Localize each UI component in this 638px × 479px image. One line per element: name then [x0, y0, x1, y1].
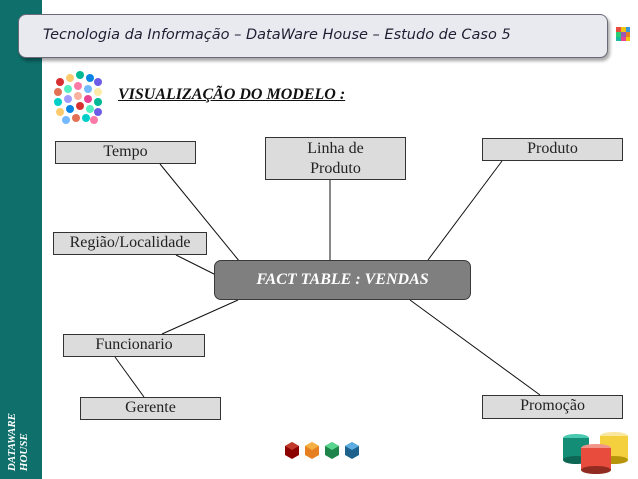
node-linha-label-2: Produto	[310, 160, 361, 177]
connector-gerente	[114, 356, 145, 398]
node-gerente: Gerente	[80, 397, 221, 420]
node-promocao-label: Promoção	[520, 397, 585, 414]
node-produto: Produto	[482, 138, 623, 161]
section-title: VISUALIZAÇÃO DO MODELO :	[118, 86, 346, 103]
node-tempo-label: Tempo	[103, 143, 148, 160]
sidebar: DATAWARE HOUSE	[0, 0, 42, 479]
node-gerente-label: Gerente	[125, 399, 176, 416]
node-tempo: Tempo	[55, 141, 196, 164]
node-funcionario: Funcionario	[63, 334, 205, 357]
node-regiao-label: Região/Localidade	[69, 234, 191, 251]
connector-funcionario	[161, 299, 239, 335]
connector-tempo	[159, 163, 241, 263]
node-produto-label: Produto	[527, 140, 578, 157]
cube-grid-icon	[54, 71, 102, 124]
node-linha-de-produto: Linha de Produto	[265, 137, 406, 180]
connector-regiao	[175, 254, 217, 276]
connector-produto	[427, 160, 503, 261]
connector-promocao	[409, 299, 541, 396]
node-linha-label-1: Linha de	[307, 140, 364, 157]
database-barrels-icon	[563, 432, 628, 474]
cube-icon	[616, 27, 630, 41]
node-promocao: Promoção	[482, 395, 623, 419]
node-funcionario-label: Funcionario	[95, 336, 173, 353]
footer-cubes-icon	[285, 442, 359, 459]
header-bar: Tecnologia da Informação – DataWare Hous…	[18, 14, 608, 58]
fact-table-vendas: FACT TABLE : VENDAS	[214, 260, 471, 300]
header-title: Tecnologia da Informação – DataWare Hous…	[43, 27, 511, 43]
node-regiao-localidade: Região/Localidade	[53, 232, 207, 255]
